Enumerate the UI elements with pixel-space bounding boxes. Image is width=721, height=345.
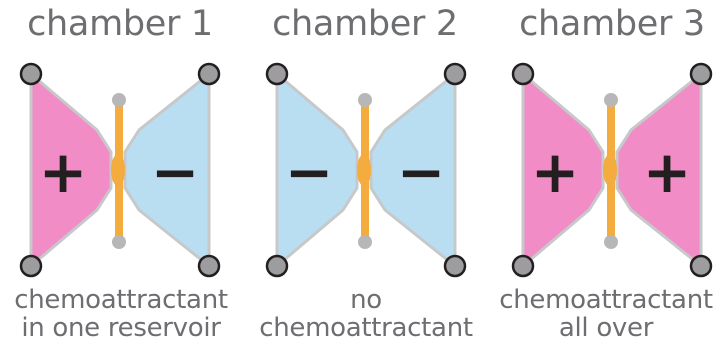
top-post bbox=[112, 93, 126, 107]
corner-top-right bbox=[689, 62, 713, 86]
bottom-post bbox=[604, 235, 618, 249]
corner-top-right bbox=[443, 62, 467, 86]
chamber-2-diagram: − − bbox=[265, 62, 467, 278]
caption-line-1: chemoattractant bbox=[14, 285, 228, 315]
right-sign: + bbox=[643, 138, 692, 206]
top-post bbox=[604, 93, 618, 107]
channel-junction bbox=[111, 154, 125, 186]
corner-top-left bbox=[511, 62, 535, 86]
corner-bottom-left bbox=[265, 254, 289, 278]
channel-junction bbox=[603, 154, 617, 186]
left-sign: − bbox=[285, 138, 334, 206]
corner-bottom-right bbox=[197, 254, 221, 278]
caption-line-2: all over bbox=[558, 313, 654, 343]
bottom-post bbox=[112, 235, 126, 249]
chamber-3-diagram: + + bbox=[511, 62, 713, 278]
right-sign: − bbox=[151, 138, 200, 206]
chamber-3-caption: chemoattractant all over bbox=[488, 286, 721, 342]
chamber-1-diagram: + − bbox=[19, 62, 221, 278]
chamber-1-caption: chemoattractant in one reservoir bbox=[0, 286, 242, 342]
channel-junction bbox=[357, 154, 371, 186]
bottom-post bbox=[358, 235, 372, 249]
corner-bottom-left bbox=[19, 254, 43, 278]
caption-line-1: chemoattractant bbox=[499, 285, 713, 315]
chamber-1-title: chamber 1 bbox=[27, 4, 213, 44]
caption-line-2: chemoattractant bbox=[259, 313, 473, 343]
top-post bbox=[358, 93, 372, 107]
corner-top-left bbox=[19, 62, 43, 86]
corner-top-left bbox=[265, 62, 289, 86]
chamber-2-title: chamber 2 bbox=[272, 4, 458, 44]
left-sign: + bbox=[39, 138, 88, 206]
corner-bottom-right bbox=[443, 254, 467, 278]
corner-bottom-left bbox=[511, 254, 535, 278]
caption-line-2: in one reservoir bbox=[21, 313, 221, 343]
corner-bottom-right bbox=[689, 254, 713, 278]
chamber-2-caption: no chemoattractant bbox=[245, 286, 487, 342]
left-sign: + bbox=[531, 138, 580, 206]
right-sign: − bbox=[397, 138, 446, 206]
corner-top-right bbox=[197, 62, 221, 86]
chamber-3-title: chamber 3 bbox=[519, 4, 705, 44]
caption-line-1: no bbox=[350, 285, 382, 315]
